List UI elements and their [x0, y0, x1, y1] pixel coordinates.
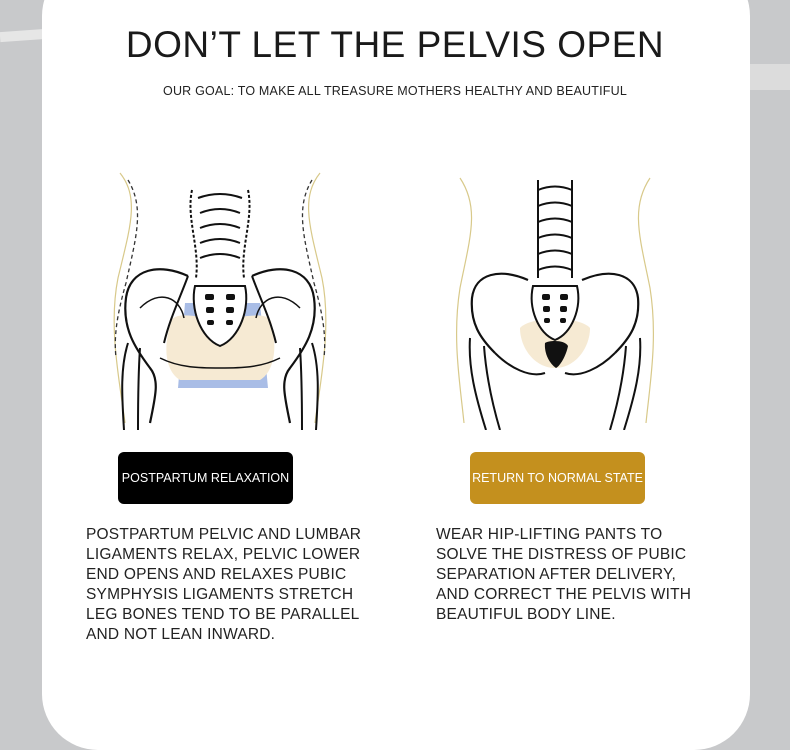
page-title: DON’T LET THE PELVIS OPEN — [125, 24, 665, 65]
postpartum-relaxation-badge: POSTPARTUM RELAXATION — [118, 452, 293, 504]
postpartum-pelvis-illustration — [113, 172, 327, 430]
content-card — [42, 0, 750, 750]
page-subtitle: OUR GOAL: TO MAKE ALL TREASURE MOTHERS H… — [163, 84, 627, 98]
postpartum-description: POSTPARTUM PELVIC AND LUMBAR LIGAMENTS R… — [86, 526, 362, 643]
normal-state-badge: RETURN TO NORMAL STATE — [470, 452, 645, 504]
normal-state-description: WEAR HIP-LIFTING PANTS TO SOLVE THE DIST… — [436, 526, 692, 623]
normal-pelvis-illustration — [455, 177, 655, 430]
